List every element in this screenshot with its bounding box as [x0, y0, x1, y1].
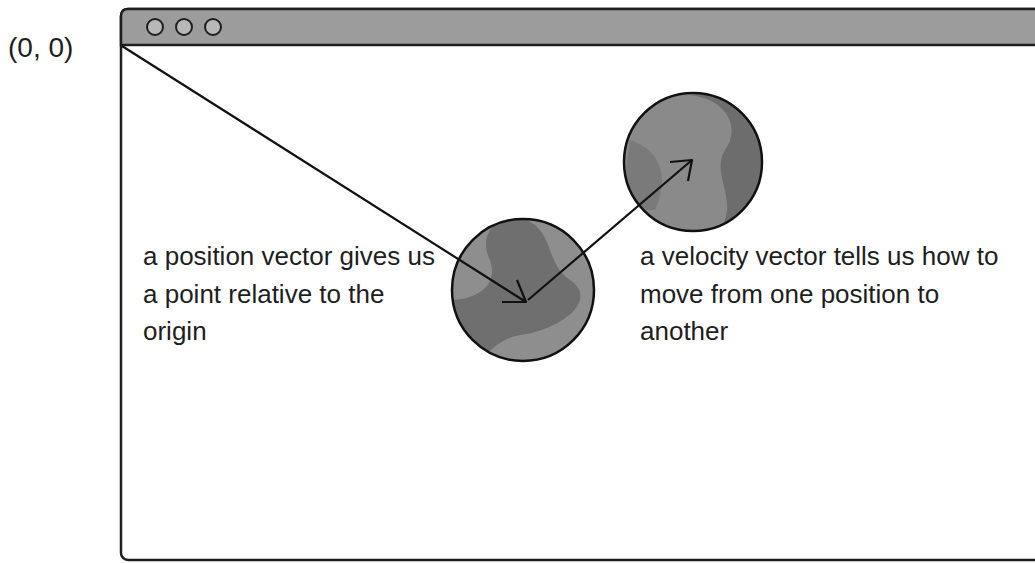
ball-shade: [450, 215, 580, 362]
window-button: [147, 19, 163, 35]
title-bar-edge: [121, 44, 1035, 46]
browser-window: [121, 9, 1035, 560]
ball-shade: [690, 90, 780, 230]
title-bar: [121, 9, 1035, 45]
arrowhead: [502, 280, 526, 302]
window-button: [205, 19, 221, 35]
window-button: [176, 19, 192, 35]
annotation: a velocity vector tells us how to move f…: [640, 238, 1025, 351]
ball-outline: [624, 93, 762, 231]
origin-label: (0, 0): [8, 28, 118, 69]
ball-outline: [452, 219, 594, 361]
arrowhead: [670, 160, 692, 181]
annotation: a position vector gives us a point relat…: [143, 238, 443, 351]
